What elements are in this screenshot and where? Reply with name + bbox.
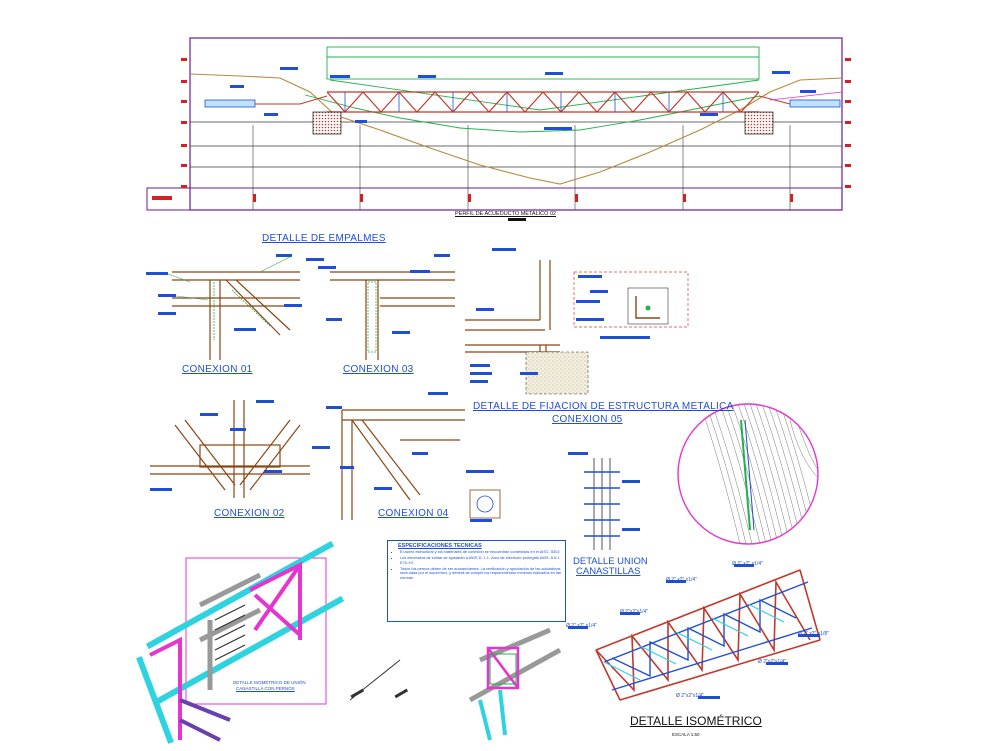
profile-legend-box [146, 187, 191, 211]
iso-main-title-text: DETALLE ISOMÉTRICO [630, 714, 762, 728]
right-abutment [744, 111, 774, 135]
specifications-box: ESPECIFICACIONES TECNICAS El acero estru… [387, 540, 566, 622]
empalmes-title-text: DETALLE DE EMPALMES [262, 233, 386, 244]
fijacion-drawing [465, 248, 689, 522]
terrain-line [189, 73, 843, 185]
conexion-01-text: CONEXION 01 [182, 364, 253, 375]
union-title-2-text: CANASTILLAS [576, 566, 641, 577]
conexion-05-text: CONEXION 05 [552, 414, 623, 425]
iso-union-drawing [136, 540, 409, 744]
conexion-04-text: CONEXION 04 [378, 508, 449, 519]
left-abutment [312, 111, 342, 135]
iso-union-caption-2-text: CANASTILLA CON PERNOS [236, 686, 295, 691]
conexion-01-drawing [146, 254, 302, 360]
spec-item: El acero estructural y los materiales de… [400, 549, 561, 555]
iso-small-drawing [468, 627, 562, 741]
profile-frame [189, 37, 843, 211]
iso-member-tag: Ø 2" x2" x1/4" [732, 561, 763, 567]
conexion-02-text: CONEXION 02 [214, 508, 285, 519]
iso-member-tag: Ø 2" x2" x1/4" [666, 577, 697, 583]
conexion-03-drawing [306, 254, 455, 360]
iso-union-caption-1-text: DETALLE ISOMÉTRICO DE UNIÓN [233, 680, 306, 685]
union-canastillas-drawing [568, 452, 640, 550]
iso-member-tag: Ø 2"x2"x1/4" [758, 659, 787, 665]
iso-member-tag: Ø 2"x2"x1/4" [676, 693, 705, 699]
conexion-04-drawing [326, 392, 465, 520]
iso-member-tag: Ø 2"x2"x1/4" [620, 609, 649, 615]
iso-member-tag: Ø 2" x2" x1/4" [566, 623, 597, 629]
iso-main-scale-text: ESCALA 1:50 [672, 732, 700, 737]
specifications-heading: ESPECIFICACIONES TECNICAS [398, 543, 482, 549]
conexion-03-text: CONEXION 03 [343, 364, 414, 375]
spec-item: Todos los pernos deben de ser autoanclan… [400, 566, 561, 581]
iso-truss-drawing [568, 564, 821, 701]
fijacion-title-text: DETALLE DE FIJACION DE ESTRUCTURA METALI… [473, 401, 734, 412]
spec-item: Los electrodos de soldar se ajustarán a … [400, 555, 561, 565]
specifications-list: El acero estructural y los materiales de… [388, 549, 565, 581]
iso-member-tag: Ø 2" x2" x1/8" [798, 631, 829, 637]
profile-title-text: PERFIL DE ACUEDUCTO METALICO 02 [455, 211, 557, 217]
union-title-1-text: DETALLE UNION [573, 556, 648, 567]
conexion-02-drawing [150, 400, 330, 498]
aqueduct-profile [146, 37, 851, 221]
